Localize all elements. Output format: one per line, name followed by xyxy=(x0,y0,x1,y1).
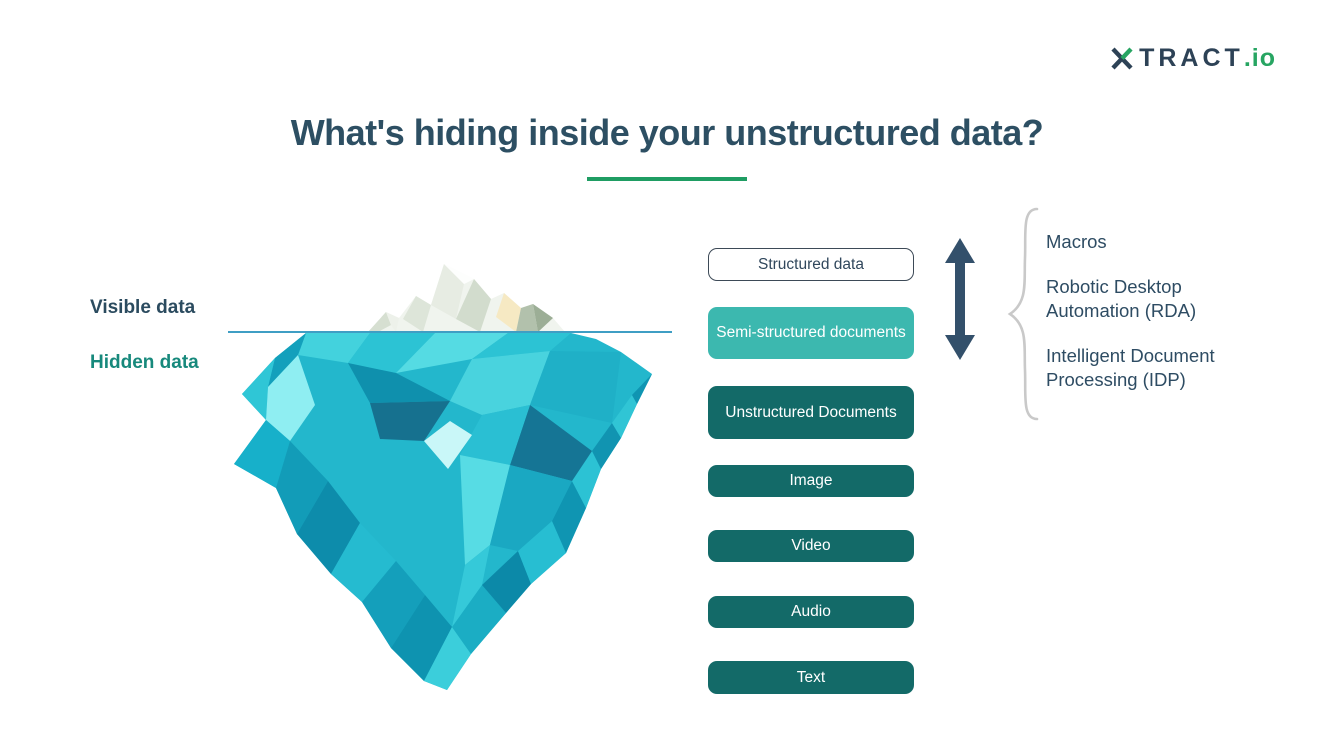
box-label: Audio xyxy=(791,603,831,621)
box-label: Image xyxy=(789,472,833,490)
box-label: Structured data xyxy=(758,255,864,273)
data-type-stack: Structured data Semi-structured document… xyxy=(708,248,914,694)
box-label: Video xyxy=(791,537,831,555)
box-image: Image xyxy=(708,465,914,497)
box-semi-structured-documents: Semi-structured documents xyxy=(708,307,914,359)
title-underline-decoration xyxy=(587,177,747,181)
box-audio: Audio xyxy=(708,596,914,628)
tool-item-macros: Macros xyxy=(1046,231,1107,252)
box-unstructured-documents: Unstructured Documents xyxy=(708,386,914,439)
logo-x-icon xyxy=(1111,47,1133,70)
automation-tools-list: Macros Robotic Desktop Automation (RDA) … xyxy=(1046,230,1264,413)
logo-text-tract: TRACT xyxy=(1139,43,1244,72)
logo-text-dotio: .io xyxy=(1243,43,1276,72)
box-label: Text xyxy=(796,668,826,686)
curly-brace-icon xyxy=(1007,207,1039,421)
double-arrow-icon xyxy=(945,238,975,360)
xtract-logo: TRACT .io xyxy=(1109,44,1276,72)
tool-item-rda: Robotic Desktop Automation (RDA) xyxy=(1046,276,1197,321)
box-structured-data: Structured data xyxy=(708,248,914,281)
tool-item-idp: Intelligent Document Processing (IDP) xyxy=(1046,345,1215,390)
box-label: Unstructured Documents xyxy=(725,403,897,421)
hidden-data-label: Hidden data xyxy=(90,352,199,373)
box-text: Text xyxy=(708,661,914,694)
box-video: Video xyxy=(708,530,914,562)
iceberg-illustration xyxy=(228,264,672,690)
box-label: Semi-structured documents xyxy=(716,324,906,342)
visible-data-label: Visible data xyxy=(90,297,196,318)
page-title: What's hiding inside your unstructured d… xyxy=(290,112,1044,153)
